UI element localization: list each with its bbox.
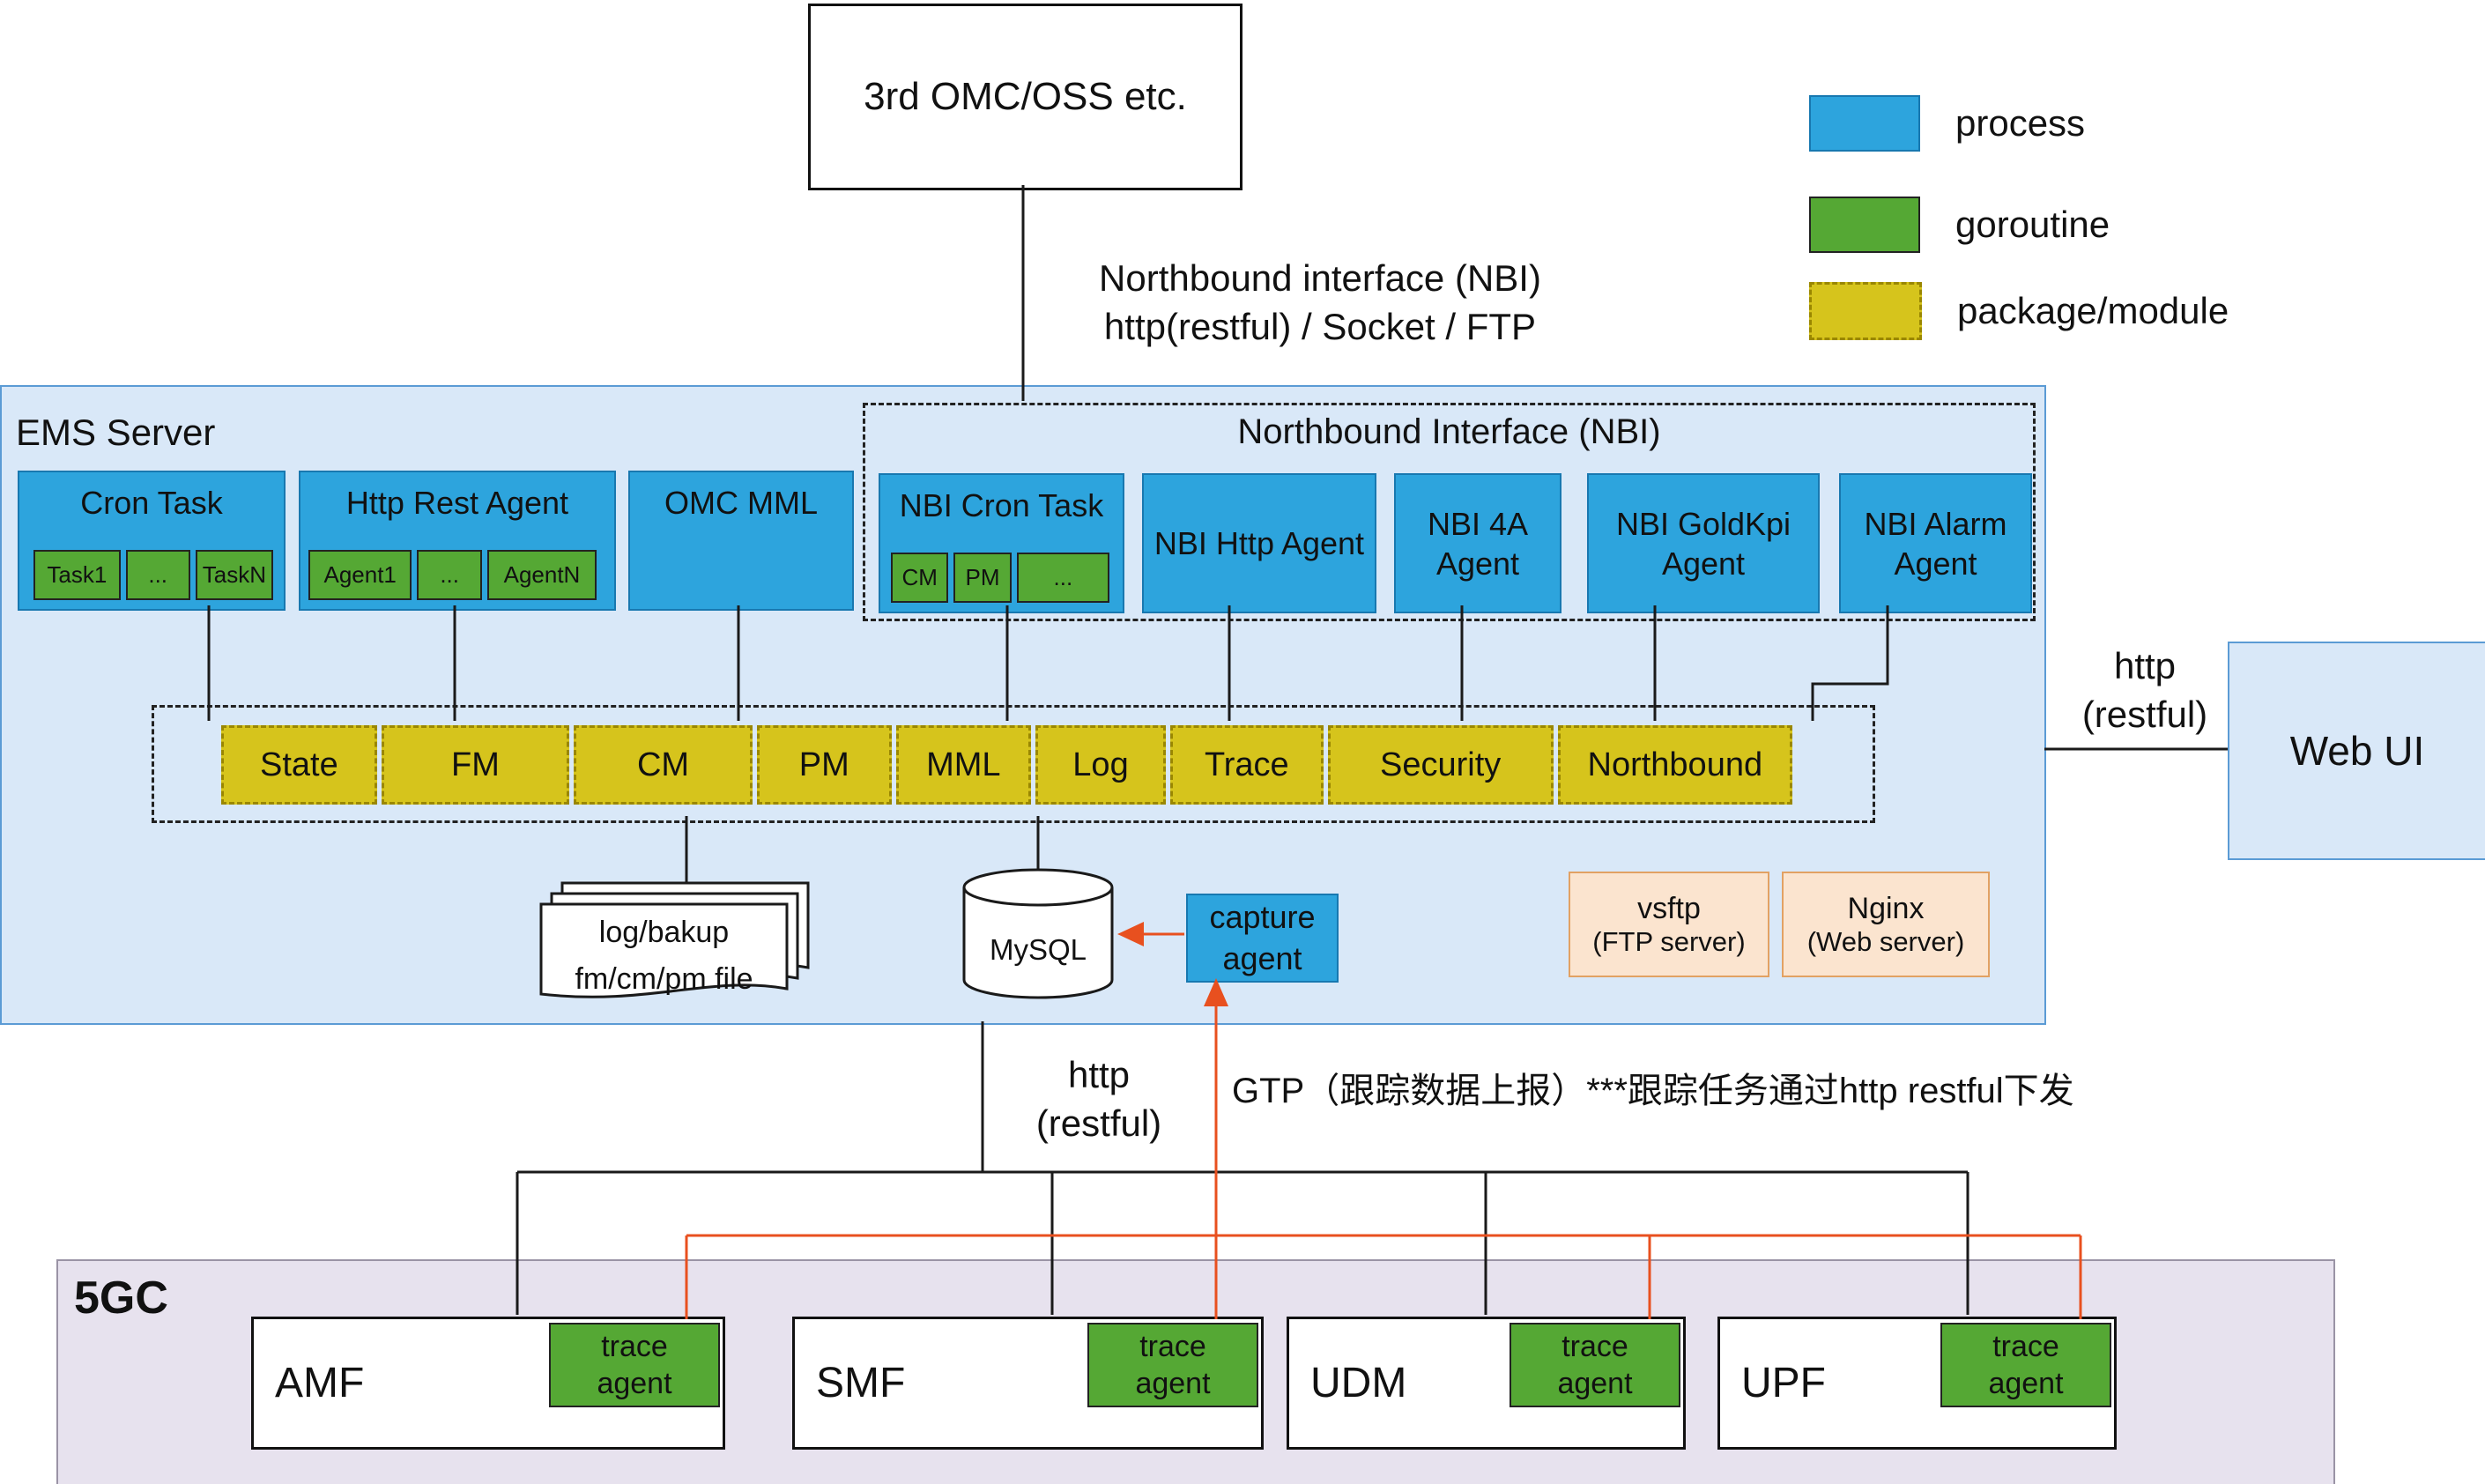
goroutine-swatch [1809,197,1920,253]
omc-mml-box: OMC MML [628,471,854,611]
nbi-http-agent-box: NBI Http Agent [1142,473,1376,613]
module-cm: CM [574,725,753,805]
vsftp-name: vsftp [1637,891,1701,925]
process-swatch [1809,95,1920,152]
taskn-goroutine: TaskN [195,550,273,600]
udm-trace-agent-label: trace agent [1557,1329,1633,1401]
legend-module-label: package/module [1957,290,2229,331]
nbi-pm-goroutine: PM [953,553,1012,603]
cron-task-box: Cron Task Task1 ... TaskN [18,471,286,611]
ems-server-container: EMS Server Cron Task Task1 ... TaskN Htt… [0,385,2046,1025]
nbi-ellipsis-goroutine: ... [1016,553,1109,603]
module-mml: MML [895,725,1032,805]
module-bar-container: State FM CM PM MML Log Trace Security No… [152,705,1875,823]
module-security: Security [1327,725,1554,805]
cron-task-title: Cron Task [80,485,223,521]
nbi-cm-goroutine: CM [891,553,949,603]
http-rest-agent-title: Http Rest Agent [345,485,569,521]
module-state: State [221,725,377,805]
web-ui-link-line1: http [2113,645,2177,686]
nbi-alarm-agent-label: NBI Alarm Agent [1864,505,2007,582]
module-trace: Trace [1169,725,1324,805]
udm-label: UDM [1310,1360,1407,1406]
legend-process-label: process [1955,102,2086,144]
web-ui-label: Web UI [2289,728,2425,774]
amf-box: AMF trace agent [251,1317,725,1450]
smf-box: SMF trace agent [792,1317,1264,1450]
legend-row-process: process [1809,95,2085,152]
module-bar: State FM CM PM MML Log Trace Security No… [221,725,1793,805]
files-stack-label: log/bakup fm/cm/pm file [541,909,787,1002]
nbi-link-line2: http(restful) / Socket / FTP [1103,306,1537,348]
capture-agent-box: capture agent [1186,894,1339,983]
web-ui-link-line2: (restful) [2081,694,2208,736]
agentn-goroutine: AgentN [486,550,597,600]
nginx-desc: (Web server) [1806,925,1965,957]
files-line2: fm/cm/pm file [575,961,753,996]
task-ellipsis: ... [125,550,190,600]
gtp-note: GTP（跟踪数据上报）***跟踪任务通过http restful下发 [1232,1072,2074,1110]
smf-trace-agent-label: trace agent [1135,1329,1211,1401]
http-rest-agent-box: Http Rest Agent Agent1 ... AgentN [299,471,616,611]
module-swatch [1809,282,1922,340]
amf-trace-agent-label: trace agent [597,1329,672,1401]
ems-server-title: EMS Server [16,412,216,453]
south-http-line1: http [1067,1054,1131,1095]
nbi-link-annotation: Northbound interface (NBI) http(restful)… [968,254,1673,352]
vsftp-server-box: vsftp (FTP server) [1569,872,1769,977]
module-pm: PM [756,725,892,805]
nbi-container: Northbound Interface (NBI) NBI Cron Task… [863,403,2036,621]
legend-row-module: package/module [1809,282,2229,340]
nbi-goldkpi-agent-label: NBI GoldKpi Agent [1615,505,1791,582]
south-http-annotation: http (restful) [989,1050,1209,1148]
smf-label: SMF [816,1360,906,1406]
fgc-container: 5GC AMF trace agent SMF trace agent UDM … [56,1259,2335,1484]
amf-label: AMF [275,1360,365,1406]
agent1-goroutine: Agent1 [308,550,412,600]
nginx-name: Nginx [1847,891,1925,925]
nbi-cron-goroutines: CM PM ... [891,553,1109,603]
nbi-goldkpi-agent-box: NBI GoldKpi Agent [1587,473,1820,613]
upf-trace-agent-label: trace agent [1988,1329,2064,1401]
module-log: Log [1035,725,1166,805]
upf-trace-agent: trace agent [1940,1323,2111,1407]
agent-ellipsis: ... [417,550,482,600]
cron-task-goroutines: Task1 ... TaskN [33,550,273,600]
udm-trace-agent: trace agent [1510,1323,1680,1407]
legend-goroutine-label: goroutine [1955,204,2110,245]
capture-agent-label: capture agent [1209,898,1316,976]
files-line1: log/bakup [598,916,730,949]
module-northbound: Northbound [1557,725,1793,805]
upf-label: UPF [1741,1360,1826,1406]
mysql-label: MySQL [989,933,1087,966]
web-ui-link-annotation: http (restful) [2053,642,2236,739]
web-ui-box: Web UI [2228,642,2485,860]
omc-oss-box: 3rd OMC/OSS etc. [808,4,1242,190]
fgc-title: 5GC [74,1273,168,1324]
nbi-alarm-agent-box: NBI Alarm Agent [1839,473,2032,613]
omc-oss-label: 3rd OMC/OSS etc. [864,75,1187,118]
nginx-server-box: Nginx (Web server) [1782,872,1990,977]
smf-trace-agent: trace agent [1087,1323,1258,1407]
nbi-container-title: Northbound Interface (NBI) [1237,412,1661,451]
nbi-cron-task-box: NBI Cron Task CM PM ... [879,473,1124,613]
vsftp-desc: (FTP server) [1592,925,1746,957]
upf-box: UPF trace agent [1717,1317,2117,1450]
amf-trace-agent: trace agent [549,1323,720,1407]
south-http-line2: (restful) [1035,1102,1162,1145]
udm-box: UDM trace agent [1287,1317,1686,1450]
nbi-4a-agent-label: NBI 4A Agent [1427,505,1529,582]
nbi-4a-agent-box: NBI 4A Agent [1394,473,1561,613]
http-rest-goroutines: Agent1 ... AgentN [308,550,597,600]
nbi-cron-task-title: NBI Cron Task [899,487,1104,523]
task1-goroutine: Task1 [33,550,121,600]
omc-mml-title: OMC MML [664,485,818,521]
legend-row-goroutine: goroutine [1809,197,2110,253]
module-fm: FM [381,725,570,805]
nbi-link-line1: Northbound interface (NBI) [1099,257,1541,299]
nbi-http-agent-label: NBI Http Agent [1153,525,1365,561]
